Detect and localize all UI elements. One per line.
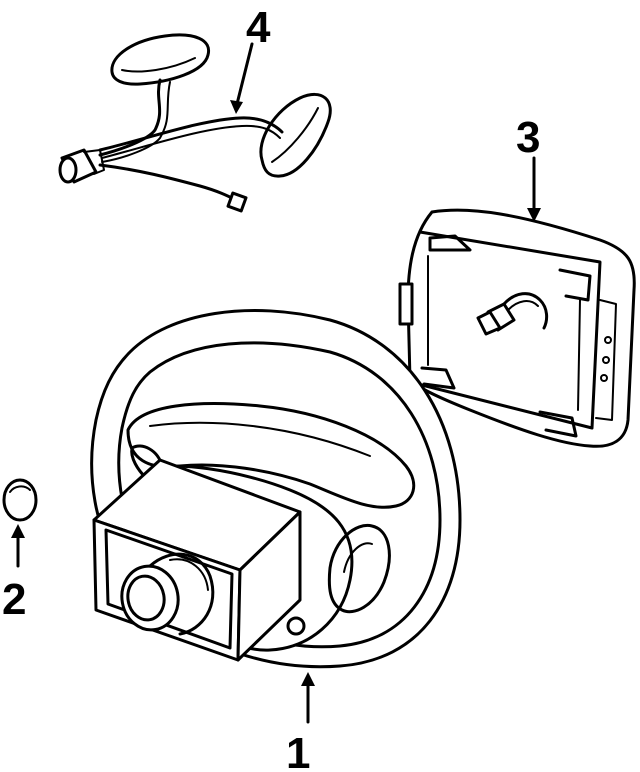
steering-wheel-part[interactable] [90, 309, 462, 724]
air-bag-module-part[interactable] [398, 156, 636, 448]
cap-part[interactable] [2, 478, 38, 568]
callout-2: 2 [2, 575, 26, 624]
callout-3: 3 [516, 113, 540, 162]
callout-1: 1 [286, 729, 310, 772]
wiring-harness-part[interactable] [58, 33, 332, 213]
callout-4: 4 [246, 3, 271, 52]
